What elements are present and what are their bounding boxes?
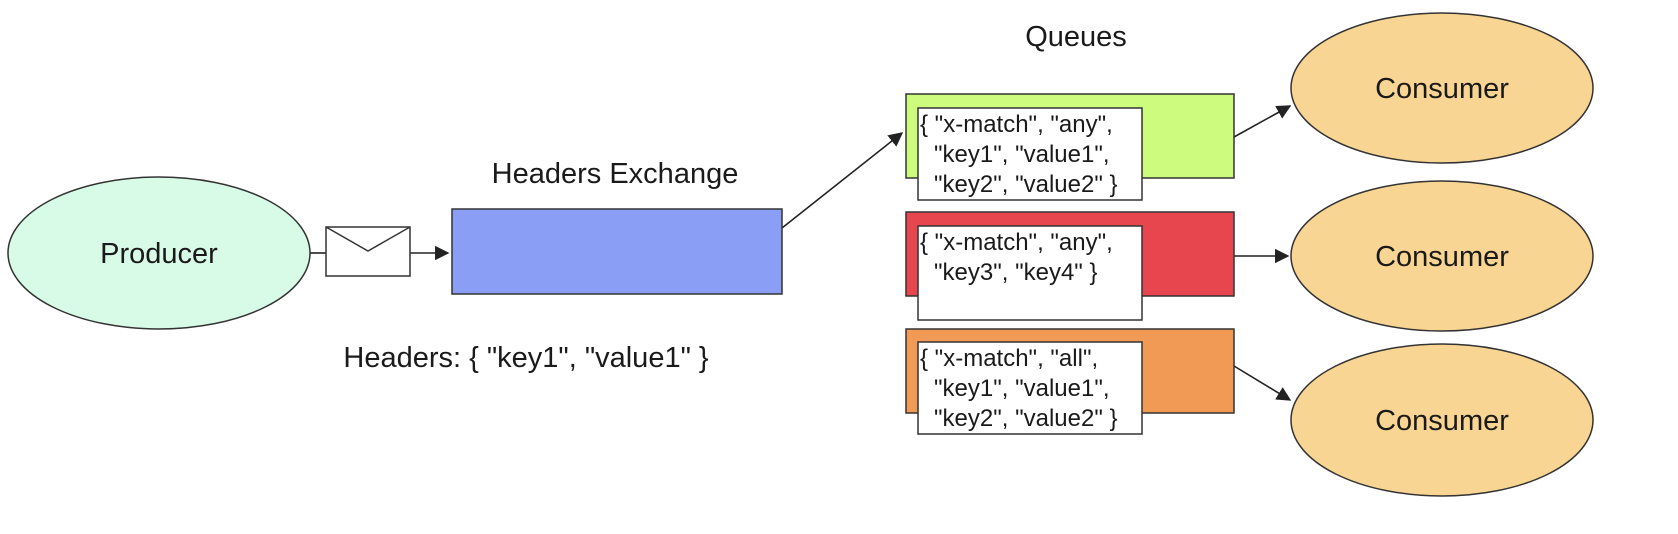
envelope-flap (325, 226, 411, 252)
binding-line: "key2", "value2" } (934, 171, 1118, 198)
queues-group: Queues { "x-match", "any", "key1", "valu… (905, 21, 1235, 435)
producer-node: Producer (7, 176, 311, 330)
consumers-group: Consumer Consumer Consumer (1290, 12, 1594, 497)
binding-line: { "x-match", "all", (920, 345, 1098, 372)
consumer-2: Consumer (1290, 180, 1594, 332)
queue-binding-card (917, 341, 1143, 435)
edge-queue-1-to-consumer-1 (1233, 105, 1292, 138)
binding-line: { "x-match", "any", (920, 111, 1113, 138)
consumer-ellipse (1290, 12, 1594, 164)
queue-binding-text: { "x-match", "any", "key1", "value1", "k… (920, 111, 1119, 198)
edge-queue-3-to-consumer-3 (1233, 365, 1292, 401)
queue-binding-text: { "x-match", "all", "key1", "value1", "k… (920, 345, 1118, 432)
consumer-label: Consumer (1375, 241, 1509, 273)
consumer-ellipse (1290, 180, 1594, 332)
binding-line: "key2", "value2" } (934, 405, 1118, 432)
consumer-3: Consumer (1290, 343, 1594, 497)
queue-binding-card (917, 225, 1143, 321)
message: Headers: { "key1", "value1" } (325, 226, 709, 374)
queue-3: { "x-match", "all", "key1", "value1", "k… (905, 328, 1235, 435)
consumer-label: Consumer (1375, 73, 1509, 105)
queue-1: { "x-match", "any", "key1", "value1", "k… (905, 93, 1235, 201)
exchange-box (451, 208, 783, 295)
producer-label: Producer (100, 238, 218, 270)
queue-2: { "x-match", "any", "key3", "key4" } (905, 211, 1235, 321)
binding-line: "key3", "key4" } (934, 259, 1098, 286)
queue-binding-text: { "x-match", "any", "key3", "key4" } (920, 229, 1119, 286)
consumer-ellipse (1290, 343, 1594, 497)
edge-exchange-to-queue-1 (781, 132, 904, 229)
exchange-label: Headers Exchange (492, 158, 739, 190)
exchange-node: Headers Exchange (451, 158, 783, 295)
edges (310, 105, 1292, 401)
producer-ellipse (7, 176, 311, 330)
binding-line: { "x-match", "any", (920, 229, 1113, 256)
binding-line: "key1", "value1", (934, 141, 1110, 168)
queues-title: Queues (1025, 21, 1127, 53)
message-headers-label: Headers: { "key1", "value1" } (343, 342, 709, 374)
queue-binding-card (917, 107, 1143, 201)
binding-line: "key1", "value1", (934, 375, 1110, 402)
consumer-1: Consumer (1290, 12, 1594, 164)
consumer-label: Consumer (1375, 405, 1509, 437)
